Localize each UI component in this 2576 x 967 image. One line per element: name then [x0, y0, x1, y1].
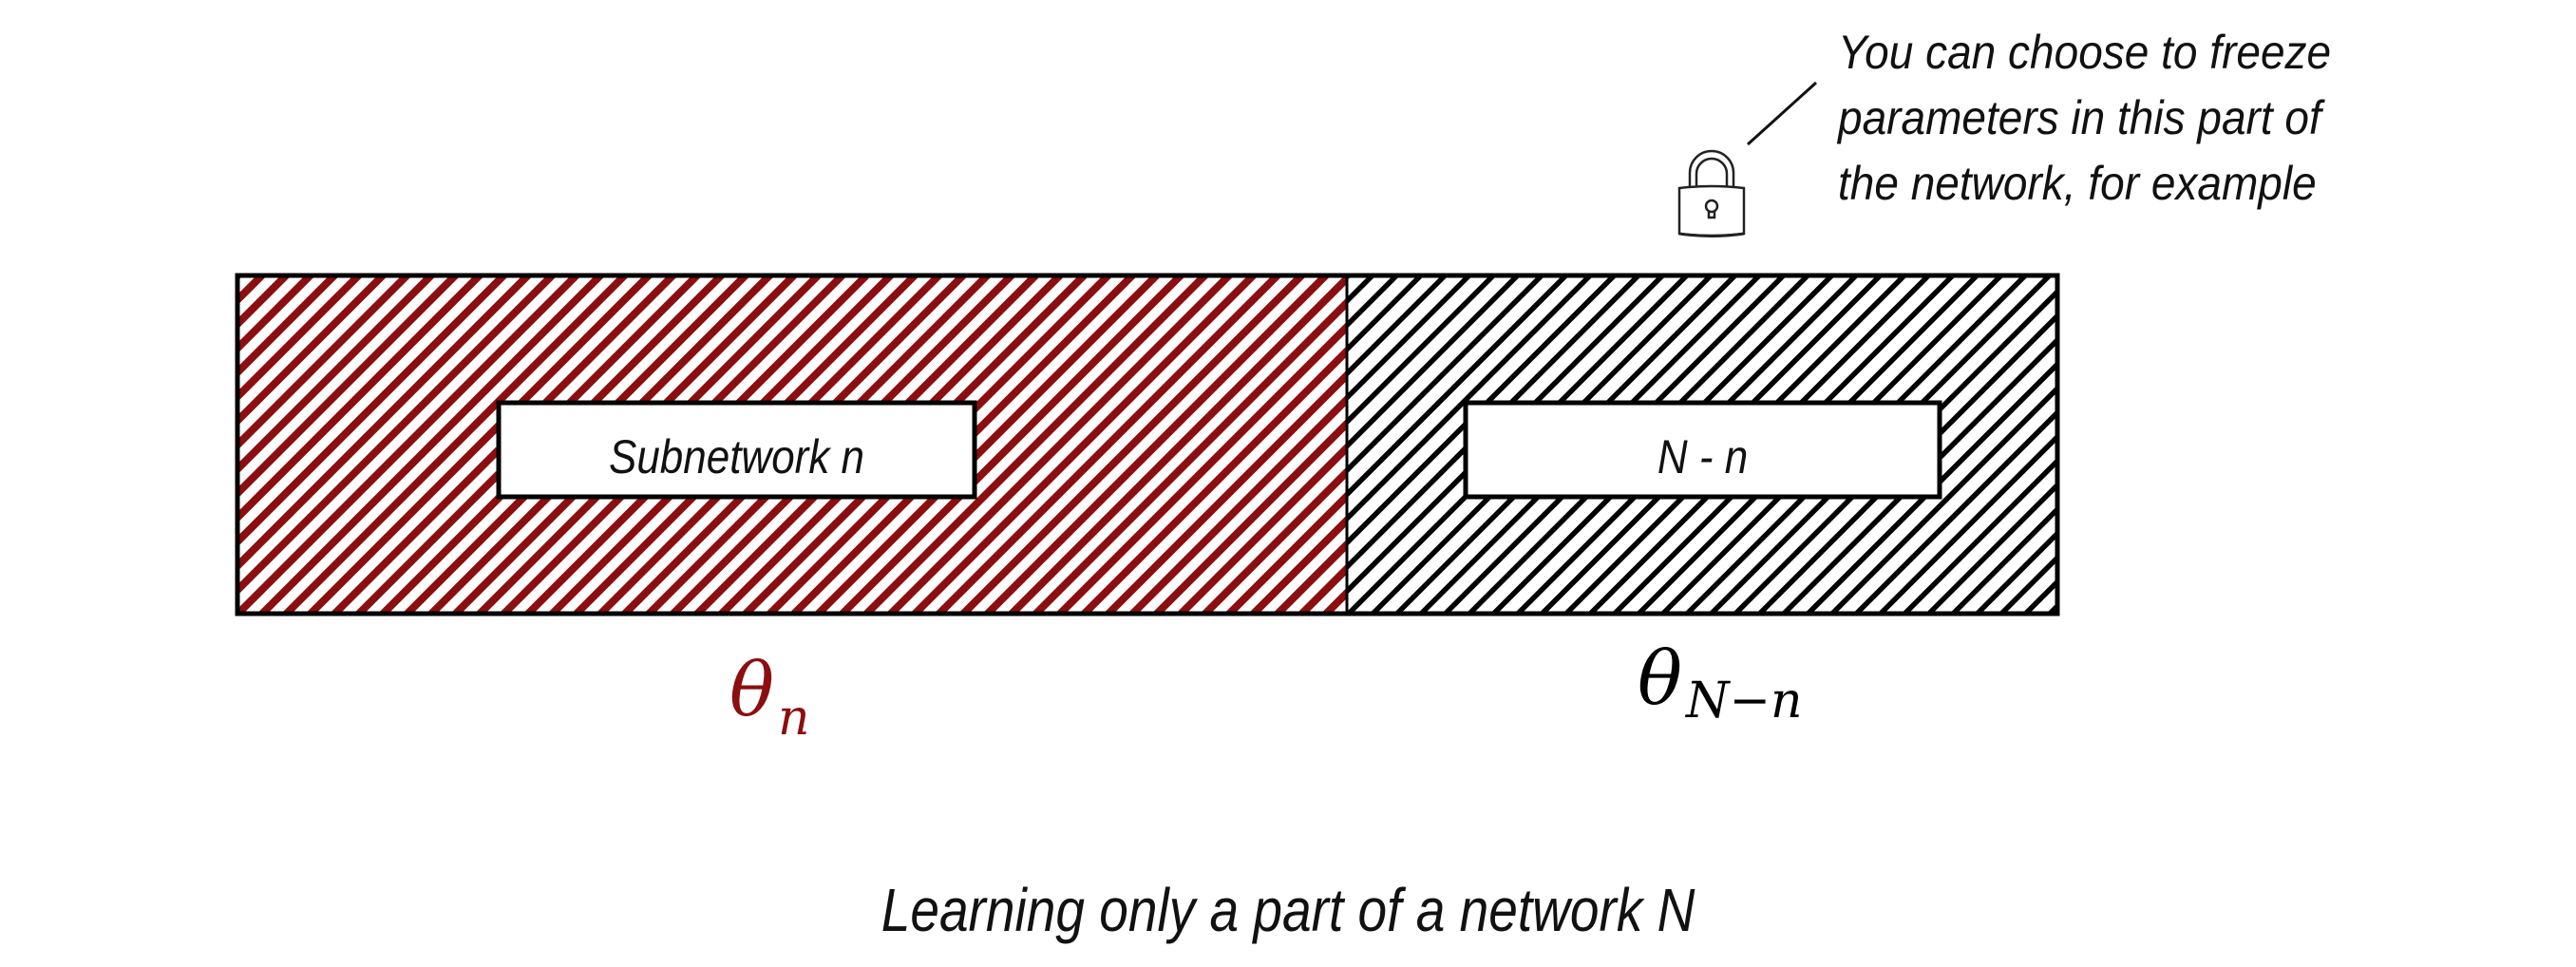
lock-icon	[1677, 149, 1746, 237]
theta-subscript: n	[777, 690, 810, 747]
theta-n-minus-n-label: θN−n	[1638, 642, 1803, 726]
n-minus-n-box	[1463, 400, 1942, 500]
figure-caption: Learning only a part of a network N	[0, 880, 2576, 940]
callout-text-line-1: You can choose to freeze	[1838, 26, 2332, 79]
network-outline	[235, 273, 2060, 616]
theta-subscript: N−n	[1685, 673, 1803, 730]
callout-text-line-3: the network, for example	[1838, 157, 2317, 210]
theta-symbol: θ	[1638, 636, 1682, 722]
callout-text-line-2: parameters in this part of	[1838, 91, 2321, 144]
callout-leader-line	[1746, 81, 1818, 146]
subnetwork-n-label: Subnetwork n	[608, 430, 865, 484]
n-minus-n-label: N - n	[1657, 430, 1749, 484]
theta-symbol: θ	[729, 648, 774, 733]
caption-text: Learning only a part of a network N	[881, 876, 1695, 944]
subnetwork-n-box	[496, 400, 977, 500]
theta-n-label: θn	[729, 654, 809, 743]
